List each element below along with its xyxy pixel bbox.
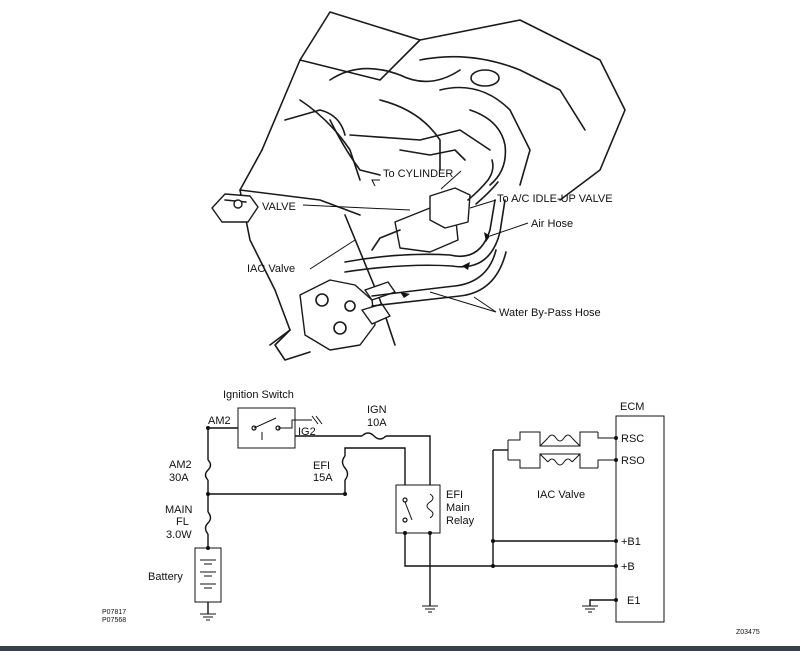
ecm-terminal-b: +B	[621, 561, 635, 573]
label-main-fl-rating: 3.0W	[166, 529, 192, 541]
label-ign-fuse: IGN	[367, 404, 387, 416]
iac-valve-symbol	[507, 431, 616, 469]
label-efi-fuse: EFI	[313, 460, 330, 472]
label-iac-valve-engine: IAC Valve	[247, 263, 295, 275]
label-ignition-switch: Ignition Switch	[223, 389, 294, 401]
figure-code-1: P07817	[102, 609, 126, 616]
ecm-terminal-e1: E1	[627, 595, 640, 607]
figure-code-right: Z03475	[736, 629, 760, 636]
ground-icon-ecm	[582, 605, 598, 613]
bottom-bar	[0, 646, 800, 651]
label-valve: VALVE	[262, 201, 296, 213]
label-to-ac-idle-up-valve: To A/C IDLE-UP VALVE	[497, 193, 613, 205]
label-efi-relay-1: EFI	[446, 489, 463, 501]
figure-code-2: P07568	[102, 617, 126, 624]
label-am2-fuse: AM2	[169, 459, 192, 471]
battery-symbol	[194, 547, 222, 603]
circuit-schematic: Ignition Switch AM2 IG2 AM2 30A MAIN FL …	[148, 389, 665, 623]
ecm-terminal-b1: +B1	[621, 536, 641, 548]
ecm-terminal-rsc: RSC	[621, 433, 644, 445]
label-to-cylinder: To CYLINDER	[383, 168, 453, 180]
ground-icon	[200, 613, 216, 621]
label-efi-relay-2: Main	[446, 502, 470, 514]
label-air-hose: Air Hose	[531, 218, 573, 230]
label-iac-valve-circuit: IAC Valve	[537, 489, 585, 501]
label-main-fl-2: FL	[176, 516, 189, 528]
label-am2-rating: 30A	[169, 472, 189, 484]
engine-illustration: To CYLINDER VALVE To A/C IDLE-UP VALVE A…	[211, 11, 626, 361]
label-ign-rating: 10A	[367, 417, 387, 429]
label-am2-terminal: AM2	[208, 415, 231, 427]
ecm-terminal-rso: RSO	[621, 455, 645, 467]
ground-icon-relay	[422, 605, 438, 613]
label-efi-rating: 15A	[313, 472, 333, 484]
ecm-box	[615, 415, 665, 623]
label-ig2-terminal: IG2	[298, 426, 316, 438]
label-ecm: ECM	[620, 401, 644, 413]
label-battery: Battery	[148, 571, 183, 583]
label-main-fl-1: MAIN	[165, 504, 193, 516]
efi-main-relay	[395, 484, 441, 534]
label-water-bypass-hose: Water By-Pass Hose	[499, 307, 601, 319]
label-efi-relay-3: Relay	[446, 515, 475, 527]
